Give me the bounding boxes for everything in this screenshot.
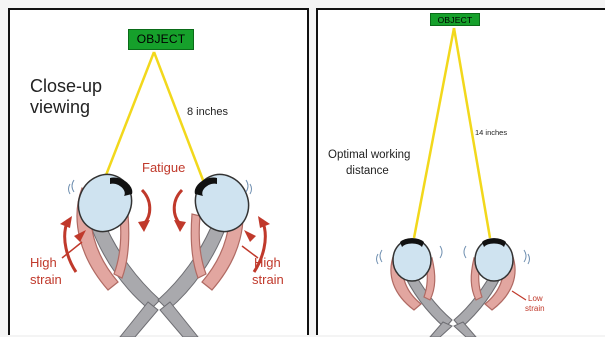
close-up-heading-line2: viewing [30,97,90,118]
right-strain-label-line2: strain [252,272,284,287]
distance-label: 8 inches [187,106,228,118]
low-strain-label-line1: Low [528,294,543,303]
object-box: OBJECT [128,29,194,50]
left-strain-label-line2: strain [30,272,62,287]
left-strain-label-line1: High [30,255,57,270]
close-up-heading-line1: Close-up [30,76,102,97]
low-strain-label-line2: strain [525,304,545,313]
close-up-viewing-panel: OBJECT Close-up viewing 8 inches Fatigue… [8,8,309,335]
low-strain-pointer [512,291,526,300]
distance-label: 14 inches [475,128,507,137]
optimal-heading-line2: distance [346,165,389,177]
left-sight-line [414,28,454,238]
optimal-heading-line1: Optimal working [328,149,410,161]
right-eyeball [475,238,513,281]
fatigue-label: Fatigue [142,160,185,175]
optimal-distance-panel: OBJECT Optimal working distance 14 inche… [316,8,605,335]
object-box: OBJECT [430,13,480,26]
right-strain-label-line1: High [254,255,281,270]
left-eyeball [393,238,431,281]
